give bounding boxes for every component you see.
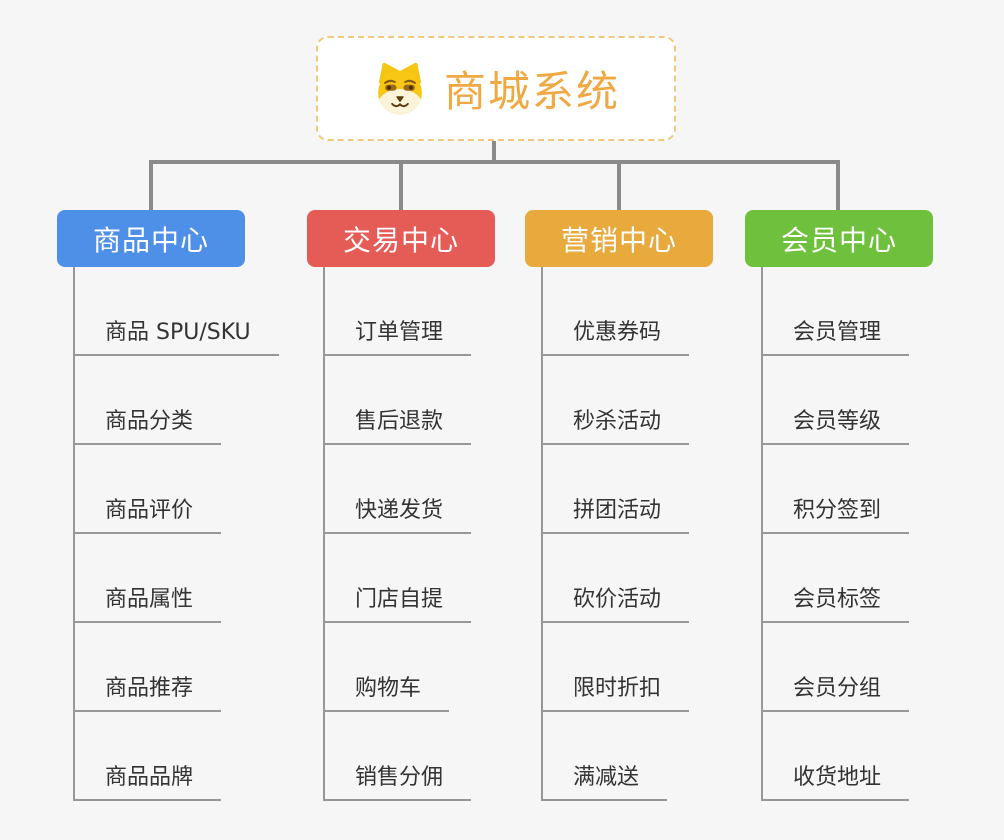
branch-product-center[interactable]: 商品中心 [57, 210, 245, 267]
leaf-item[interactable]: 会员管理 [761, 320, 910, 356]
branch-trade-center[interactable]: 交易中心 [307, 210, 495, 267]
leaf-item[interactable]: 积分签到 [761, 498, 910, 534]
leaf-item[interactable]: 商品评价 [73, 498, 222, 534]
connector-drop-branch-3 [617, 160, 621, 210]
leaf-item[interactable]: 售后退款 [323, 409, 472, 445]
leaf-item[interactable]: 会员等级 [761, 409, 910, 445]
branch-member-center[interactable]: 会员中心 [745, 210, 933, 267]
connector-horizontal-bus [149, 160, 840, 164]
leaf-item[interactable]: 限时折扣 [541, 676, 690, 712]
leaf-item[interactable]: 满减送 [541, 765, 668, 801]
leaf-item[interactable]: 商品品牌 [73, 765, 222, 801]
root-title: 商城系统 [443, 67, 620, 116]
leaf-item[interactable]: 订单管理 [323, 320, 472, 356]
leaf-item[interactable]: 收货地址 [761, 765, 910, 801]
branch-marketing-center[interactable]: 营销中心 [525, 210, 713, 267]
leaf-item[interactable]: 商品 SPU/SKU [73, 320, 279, 356]
leaf-item[interactable]: 门店自提 [323, 587, 472, 623]
leaf-item[interactable]: 拼团活动 [541, 498, 690, 534]
connector-drop-branch-2 [399, 160, 403, 210]
connector-root-stub [492, 141, 496, 162]
leaf-item[interactable]: 销售分佣 [323, 765, 472, 801]
leaf-item[interactable]: 砍价活动 [541, 587, 690, 623]
connector-drop-branch-4 [836, 160, 840, 210]
leaf-item[interactable]: 商品分类 [73, 409, 222, 445]
root-node[interactable]: 商城系统 [316, 36, 676, 141]
leaf-item[interactable]: 会员分组 [761, 676, 910, 712]
leaf-item[interactable]: 会员标签 [761, 587, 910, 623]
leaf-item[interactable]: 快递发货 [323, 498, 472, 534]
leaf-item[interactable]: 购物车 [323, 676, 450, 712]
leaf-item[interactable]: 秒杀活动 [541, 409, 690, 445]
connector-drop-branch-1 [149, 160, 153, 210]
leaf-item[interactable]: 优惠券码 [541, 320, 690, 356]
leaf-item[interactable]: 商品推荐 [73, 676, 222, 712]
leaf-item[interactable]: 商品属性 [73, 587, 222, 623]
doge-icon [372, 61, 428, 117]
